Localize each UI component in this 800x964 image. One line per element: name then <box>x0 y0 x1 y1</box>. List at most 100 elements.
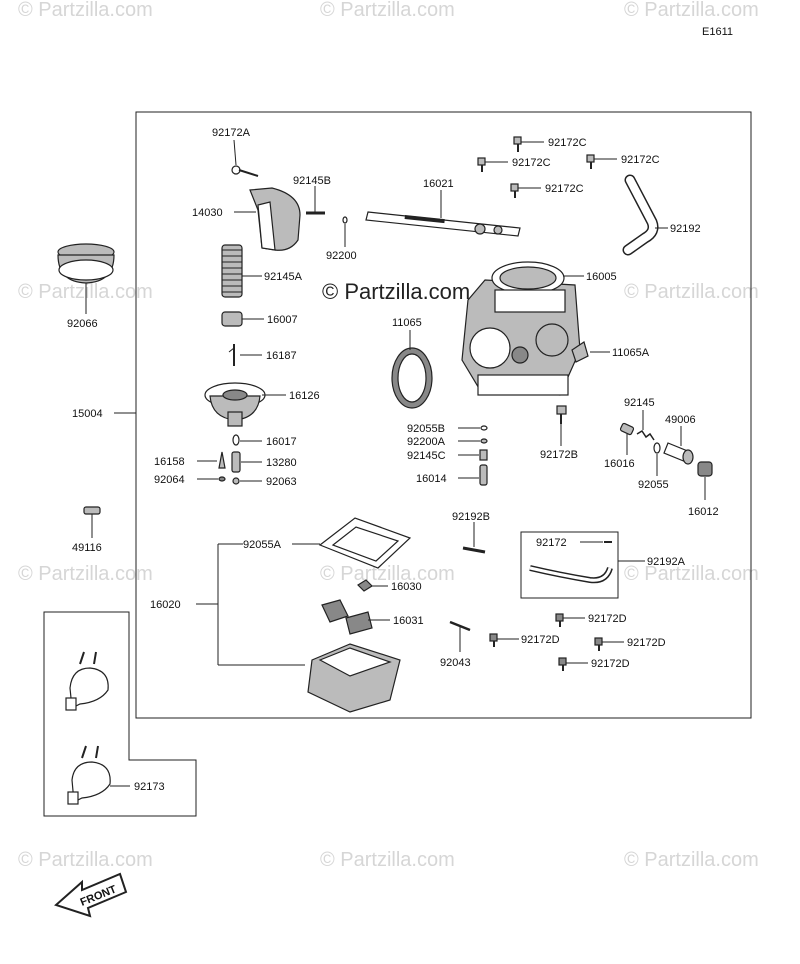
screw-92172c[interactable] <box>510 183 519 198</box>
label-92200[interactable]: 92200 <box>326 250 357 262</box>
label-49116[interactable]: 49116 <box>72 542 102 554</box>
oring-92055[interactable] <box>653 442 661 454</box>
spring-92145[interactable] <box>636 429 655 441</box>
label-16012[interactable]: 16012 <box>688 506 719 518</box>
label-92173[interactable]: 92173 <box>134 781 165 793</box>
cap-16012[interactable] <box>697 461 713 477</box>
label-16007[interactable]: 16007 <box>267 314 298 326</box>
label-16187[interactable]: 16187 <box>266 350 297 362</box>
fitting-11065a[interactable] <box>571 341 589 363</box>
diaphragm-16126[interactable] <box>204 382 266 427</box>
label-16017[interactable]: 16017 <box>266 436 297 448</box>
jet-16016[interactable] <box>619 422 635 436</box>
label-16158[interactable]: 16158 <box>154 456 185 468</box>
label-92055a[interactable]: 92055A <box>243 539 282 551</box>
watermark: © Partzilla.com <box>18 281 153 303</box>
label-92172c[interactable]: 92172C <box>545 183 584 195</box>
watermark: © Partzilla.com <box>320 849 455 871</box>
washer-92200a[interactable] <box>480 438 488 444</box>
valve-49006[interactable] <box>663 442 694 465</box>
label-92066[interactable]: 92066 <box>67 318 98 330</box>
label-16016[interactable]: 16016 <box>604 458 635 470</box>
hose-92192a[interactable] <box>529 565 613 584</box>
screw-92172c[interactable] <box>586 154 595 169</box>
label-92172b[interactable]: 92172B <box>540 449 578 461</box>
label-92055b[interactable]: 92055B <box>407 423 445 435</box>
screw-92172c[interactable] <box>513 136 522 152</box>
clamp-92173[interactable] <box>65 651 109 711</box>
washer-92200[interactable] <box>342 216 348 224</box>
valve-49116[interactable] <box>83 506 101 515</box>
label-92200a[interactable]: 92200A <box>407 436 446 448</box>
screw-92172d[interactable] <box>558 657 567 671</box>
label-16014[interactable]: 16014 <box>416 473 447 485</box>
pin-92145b[interactable] <box>306 200 325 215</box>
label-92172[interactable]: 92172 <box>536 537 567 549</box>
spring-92145c[interactable] <box>479 449 488 461</box>
oring-92055b[interactable] <box>480 425 488 431</box>
jet-13280[interactable] <box>231 451 241 473</box>
label-92145[interactable]: 92145 <box>624 397 655 409</box>
label-49006[interactable]: 49006 <box>665 414 696 426</box>
label-16031[interactable]: 16031 <box>393 615 424 627</box>
label-92172d[interactable]: 92172D <box>588 613 627 625</box>
screw-16014[interactable] <box>479 464 488 486</box>
watermark: © Partzilla.com <box>18 563 153 585</box>
float-bowl[interactable] <box>307 643 401 713</box>
oring-92064[interactable] <box>218 476 226 482</box>
label-92172c[interactable]: 92172C <box>512 157 551 169</box>
label-92145b[interactable]: 92145B <box>293 175 331 187</box>
needle-16187[interactable] <box>228 344 235 366</box>
label-92172c[interactable]: 92172C <box>548 137 587 149</box>
label-92172c[interactable]: 92172C <box>621 154 660 166</box>
jet-16017[interactable] <box>232 434 240 446</box>
label-92192a[interactable]: 92192A <box>647 556 686 568</box>
clamp-92173[interactable] <box>67 745 111 805</box>
label-92172a[interactable]: 92172A <box>212 127 251 139</box>
oring-92063[interactable] <box>232 477 240 485</box>
pin-92043[interactable] <box>449 620 471 632</box>
screw-92172a[interactable] <box>231 165 259 177</box>
label-16126[interactable]: 16126 <box>289 390 320 402</box>
spring-92145a[interactable] <box>221 244 243 298</box>
pin-92192b[interactable] <box>462 546 486 554</box>
carburetor-16005[interactable] <box>461 261 581 396</box>
label-92145c[interactable]: 92145C <box>407 450 446 462</box>
label-13280[interactable]: 13280 <box>266 457 297 469</box>
screw-92172b[interactable] <box>556 405 567 424</box>
screw-92172d[interactable] <box>555 613 564 627</box>
watermark: © Partzilla.com <box>320 563 455 585</box>
label-92172d[interactable]: 92172D <box>627 637 666 649</box>
label-92192[interactable]: 92192 <box>670 223 701 235</box>
gasket-92055a[interactable] <box>318 517 412 569</box>
label-16020[interactable]: 16020 <box>150 599 181 611</box>
cover-14030[interactable] <box>249 187 301 251</box>
label-11065[interactable]: 11065 <box>392 317 422 329</box>
label-15004[interactable]: 15004 <box>72 408 103 420</box>
label-11065a[interactable]: 11065A <box>612 347 650 359</box>
float-16031[interactable] <box>321 599 373 635</box>
screw-92172d[interactable] <box>594 637 603 651</box>
screw-92172c[interactable] <box>477 157 486 172</box>
needle-16158[interactable] <box>218 451 226 469</box>
label-92192b[interactable]: 92192B <box>452 511 490 523</box>
gasket-11065[interactable] <box>391 347 433 409</box>
screw-92172d[interactable] <box>489 633 498 647</box>
holder-16007[interactable] <box>221 311 243 327</box>
label-16021[interactable]: 16021 <box>423 178 454 190</box>
label-92055[interactable]: 92055 <box>638 479 669 491</box>
label-14030[interactable]: 14030 <box>192 207 223 219</box>
label-16005[interactable]: 16005 <box>586 271 617 283</box>
label-16030[interactable]: 16030 <box>391 581 422 593</box>
cap-92066[interactable] <box>57 243 115 284</box>
watermark: © Partzilla.com <box>624 563 759 585</box>
label-92172d[interactable]: 92172D <box>521 634 560 646</box>
hose-92192[interactable] <box>622 174 659 256</box>
bracket-16021[interactable] <box>365 211 521 237</box>
label-92172d[interactable]: 92172D <box>591 658 630 670</box>
label-92145a[interactable]: 92145A <box>264 271 303 283</box>
label-92043[interactable]: 92043 <box>440 657 471 669</box>
label-92063[interactable]: 92063 <box>266 476 297 488</box>
watermark: © Partzilla.com <box>18 0 153 21</box>
label-92064[interactable]: 92064 <box>154 474 185 486</box>
